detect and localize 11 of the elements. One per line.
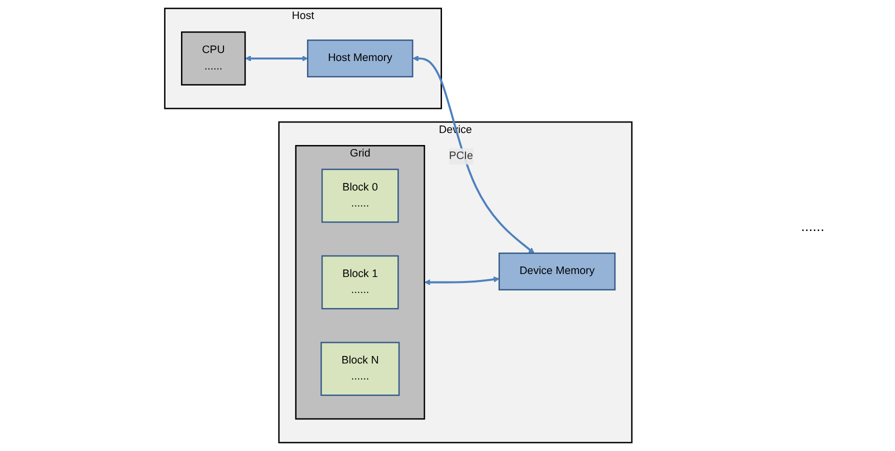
node-box: Host Memory: [307, 40, 414, 78]
node-box: CPU ......: [181, 31, 246, 86]
node-box: Block 1 ......: [322, 255, 400, 310]
node-box: Block 0 ......: [322, 168, 400, 223]
arrow: [424, 276, 500, 286]
arrow: [412, 55, 535, 254]
node-box: Device Memory: [498, 252, 616, 290]
arrow: [245, 55, 308, 62]
edge-label: PCIe: [449, 150, 474, 162]
ellipsis-note: ......: [801, 218, 826, 234]
node-box: Block N ......: [320, 342, 400, 396]
